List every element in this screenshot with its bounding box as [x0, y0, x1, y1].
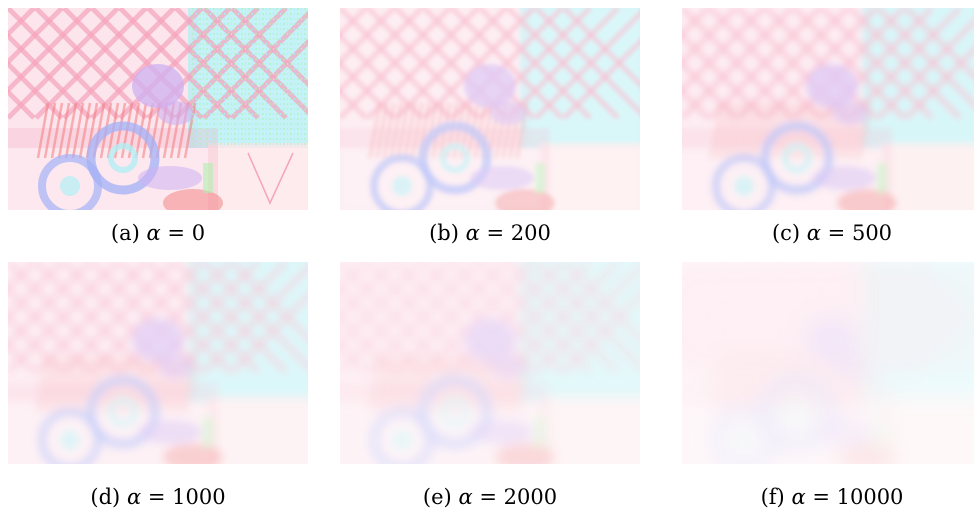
- flow-image-b: [340, 8, 640, 210]
- caption-value: 10000: [836, 485, 904, 509]
- caption-label: (a): [110, 221, 140, 245]
- flow-image-d: [8, 262, 308, 464]
- panel-b: (b) α = 200: [340, 8, 640, 246]
- caption-a: (a) α = 0: [8, 220, 308, 246]
- flow-image-e: [340, 262, 640, 464]
- panel-d: (d) α = 1000: [8, 262, 308, 510]
- caption-d: (d) α = 1000: [8, 484, 308, 510]
- caption-eq: =: [479, 485, 497, 509]
- caption-label: (b): [429, 221, 459, 245]
- flow-field-e: [340, 262, 640, 464]
- panel-e: (e) α = 2000: [340, 262, 640, 510]
- caption-label: (e): [422, 485, 452, 509]
- flow-field-c: [682, 8, 974, 210]
- caption-c: (c) α = 500: [682, 220, 974, 246]
- caption-symbol: α: [458, 485, 473, 509]
- caption-label: (d): [90, 485, 121, 509]
- flow-field-a: [8, 8, 308, 210]
- flow-field-d: [8, 262, 308, 464]
- caption-label: (c): [771, 221, 801, 245]
- caption-b: (b) α = 200: [340, 220, 640, 246]
- panel-c: (c) α = 500: [682, 8, 974, 246]
- flow-image-f: [682, 262, 974, 464]
- caption-value: 500: [851, 221, 893, 245]
- caption-value: 2000: [503, 485, 558, 509]
- caption-symbol: α: [791, 485, 806, 509]
- caption-label: (f): [760, 485, 785, 509]
- caption-symbol: α: [806, 221, 821, 245]
- caption-e: (e) α = 2000: [340, 484, 640, 510]
- caption-value: 0: [191, 221, 206, 245]
- caption-eq: =: [812, 485, 830, 509]
- caption-symbol: α: [146, 221, 161, 245]
- caption-value: 1000: [172, 485, 226, 509]
- caption-symbol: α: [126, 485, 142, 509]
- panel-f: (f) α = 10000: [682, 262, 974, 510]
- flow-image-c: [682, 8, 974, 210]
- panel-a: (a) α = 0: [8, 8, 308, 246]
- caption-eq: =: [167, 221, 185, 245]
- caption-eq: =: [486, 221, 505, 245]
- flow-field-f: [682, 262, 974, 464]
- caption-value: 200: [510, 221, 551, 245]
- caption-eq: =: [827, 221, 846, 245]
- flow-image-a: [8, 8, 308, 210]
- caption-symbol: α: [465, 221, 480, 245]
- caption-eq: =: [147, 485, 166, 509]
- flow-field-b: [340, 8, 640, 210]
- caption-f: (f) α = 10000: [682, 484, 974, 510]
